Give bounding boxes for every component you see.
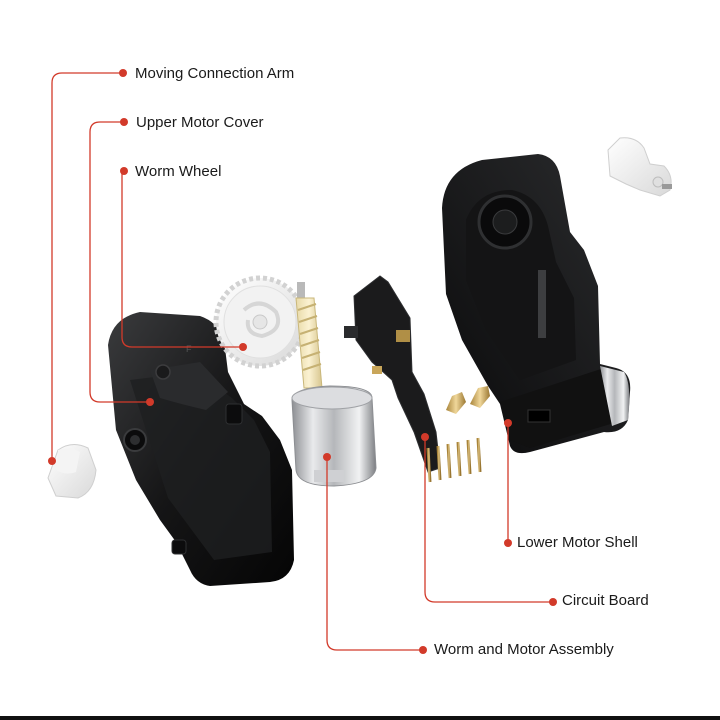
leader-dot — [421, 433, 429, 441]
moving-connection-arm-part-right — [607, 137, 672, 197]
bottom-border — [0, 716, 720, 720]
leader-lines — [51, 72, 553, 651]
leader-line-upper-motor-cover — [89, 121, 150, 403]
label-worm-wheel: Worm Wheel — [135, 163, 222, 180]
circuit-board-part — [344, 275, 490, 483]
svg-text:F: F — [186, 344, 192, 354]
leader-line-circuit-board — [424, 437, 553, 603]
label-upper-motor-cover: Upper Motor Cover — [136, 114, 264, 131]
leader-dot — [119, 69, 127, 77]
leader-line-worm-motor-assembly — [326, 457, 423, 651]
leader-dot — [48, 457, 56, 465]
leader-dot — [120, 118, 128, 126]
leader-dot — [239, 343, 247, 351]
leader-dot — [419, 646, 427, 654]
leader-dots — [48, 69, 557, 654]
leader-dot — [549, 598, 557, 606]
worm-and-motor-assembly-part — [291, 282, 377, 487]
leader-line-moving-connection-arm — [51, 72, 123, 460]
leader-dot — [120, 167, 128, 175]
worm-wheel-part — [213, 275, 307, 369]
leader-dot — [504, 419, 512, 427]
label-moving-connection-arm: Moving Connection Arm — [135, 65, 295, 82]
label-lower-motor-shell: Lower Motor Shell — [517, 534, 638, 551]
label-circuit-board: Circuit Board — [562, 592, 649, 609]
leader-dot — [504, 539, 512, 547]
lower-motor-shell-part — [442, 154, 631, 454]
leader-line-worm-wheel — [121, 170, 243, 348]
leader-dot — [323, 453, 331, 461]
upper-motor-cover-part: F — [108, 312, 294, 586]
leader-dot — [146, 398, 154, 406]
moving-connection-arm-part-left — [47, 444, 97, 499]
label-worm-and-motor-assembly: Worm and Motor Assembly — [434, 641, 614, 658]
